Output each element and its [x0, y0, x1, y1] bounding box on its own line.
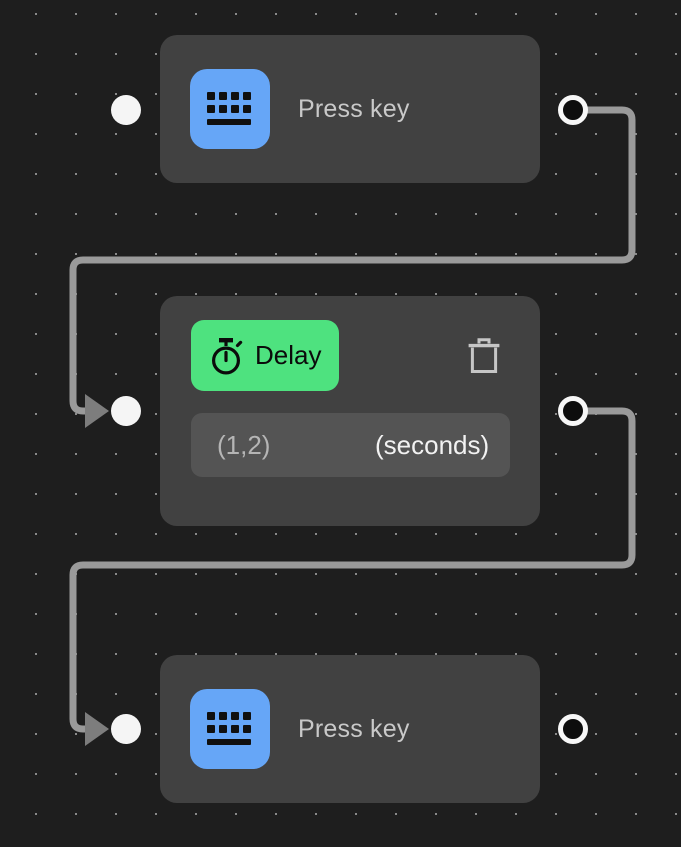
output-port-press-key-2[interactable] — [558, 714, 588, 744]
input-port-press-key-2[interactable] — [111, 714, 141, 744]
node-press-key-1[interactable]: Press key — [160, 35, 540, 183]
node-title: Press key — [298, 714, 410, 743]
delay-badge[interactable]: Delay — [191, 320, 340, 391]
keyboard-icon — [190, 689, 270, 769]
input-port-press-key-1[interactable] — [111, 95, 141, 125]
input-arrow-press-key-2 — [85, 712, 109, 746]
trash-icon — [467, 337, 501, 375]
keyboard-icon — [190, 69, 270, 149]
delay-node-header: Delay — [191, 320, 510, 391]
output-port-delay[interactable] — [558, 396, 588, 426]
node-title: Press key — [298, 94, 410, 123]
input-arrow-delay — [85, 394, 109, 428]
stopwatch-icon — [208, 337, 244, 375]
delete-node-button[interactable] — [461, 333, 507, 379]
delay-unit-label: (seconds) — [375, 429, 490, 460]
delay-duration-input[interactable] — [217, 429, 367, 461]
output-port-press-key-1[interactable] — [558, 95, 588, 125]
delay-duration-field[interactable]: (seconds) — [191, 413, 510, 477]
node-press-key-2[interactable]: Press key — [160, 655, 540, 803]
delay-badge-label: Delay — [255, 340, 322, 370]
input-port-delay[interactable] — [111, 396, 141, 426]
node-delay[interactable]: Delay (seconds) — [160, 296, 540, 526]
